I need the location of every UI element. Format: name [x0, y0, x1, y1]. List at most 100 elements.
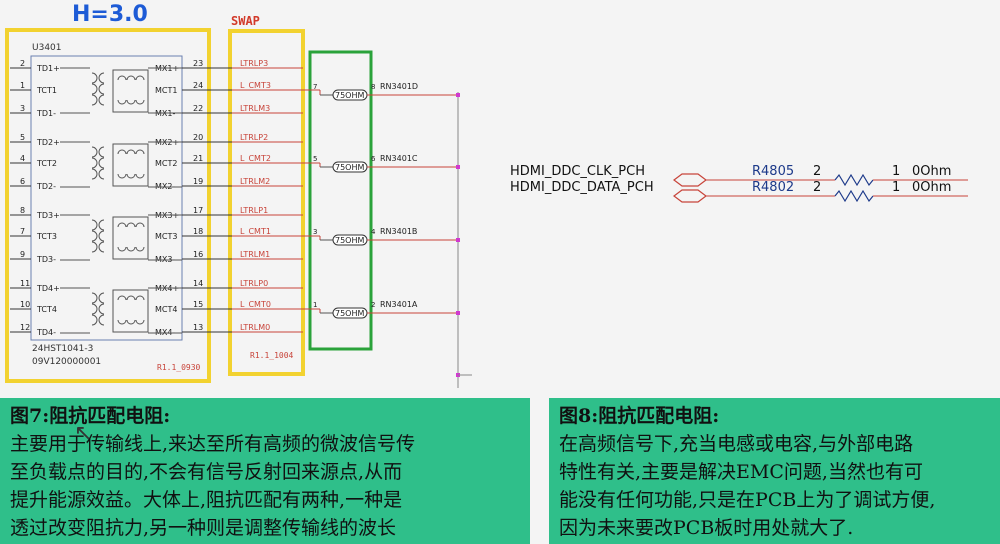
coil-winding	[91, 94, 98, 106]
caption-8-line: 特性有关,主要是解决EMC问题,当然也有可	[559, 461, 923, 483]
swap-net-label: LTRLP0	[240, 279, 268, 288]
coil-winding	[98, 314, 105, 326]
transformer-coil-symbol	[60, 67, 182, 114]
left-pin-number: 10	[20, 300, 30, 309]
caption-figure-8: 图8:阻抗匹配电阻: 在高频信号下,充当电感或电容,与外部电路 特性有关,主要是…	[549, 398, 1000, 544]
resistor-value: 75OHM	[335, 163, 364, 172]
resistor-zigzag-icon	[834, 173, 874, 187]
hdmi-net-name: HDMI_DDC_DATA_PCH	[510, 180, 654, 195]
swap-net-label: L_CMT3	[240, 81, 271, 90]
choke-winding	[135, 99, 145, 105]
transformer-ref: U3401	[32, 43, 62, 53]
caption-7-title: 图7:阻抗匹配电阻:	[10, 405, 171, 427]
left-pin-name: TD2-	[36, 182, 56, 191]
right-pin-name: MCT2	[155, 159, 177, 168]
choke-winding	[117, 75, 127, 81]
coil-winding	[91, 230, 98, 242]
hdmi-pin-b: 1	[892, 164, 900, 179]
choke-winding	[126, 295, 136, 301]
right-pin-number: 17	[193, 206, 203, 215]
left-pin-name: TD1+	[36, 64, 60, 73]
coil-winding	[91, 292, 98, 304]
swap-net-label: LTRLP3	[240, 59, 268, 68]
schematic-canvas: H=3.0 SWAP U3401 24HST1041-3 09V12000000…	[5, 2, 968, 388]
choke-winding	[126, 246, 136, 252]
left-pin-name: TD3-	[36, 255, 56, 264]
left-pin-number: 8	[20, 206, 25, 215]
coil-winding	[98, 146, 105, 158]
resistor-zigzag-icon	[834, 189, 874, 203]
choke-winding	[117, 222, 127, 228]
choke-winding	[126, 173, 136, 179]
left-pin-number: 2	[20, 59, 25, 68]
swap-net-label: LTRLP2	[240, 133, 268, 142]
coil-winding	[91, 314, 98, 326]
junction-dot	[456, 165, 460, 169]
swap-net-label: L_CMT0	[240, 300, 271, 309]
choke-box	[112, 143, 149, 187]
swap-net-label: L_CMT2	[240, 154, 271, 163]
caption-figure-7: 图7:阻抗匹配电阻: 主要用于传输线上,来达至所有高频的微波信号传 至负载点的目…	[0, 398, 530, 544]
choke-winding	[117, 173, 127, 179]
swap-net-label: L_CMT1	[240, 227, 271, 236]
choke-winding	[126, 319, 136, 325]
choke-winding	[117, 319, 127, 325]
transformer-highlight	[5, 28, 211, 383]
caption-7-line: 透过改变阻抗力,另一种则是调整传输线的波长	[10, 517, 397, 539]
choke-winding	[135, 75, 145, 81]
left-pin-name: TCT4	[36, 305, 57, 314]
resistor-ref: RN3401A	[380, 300, 418, 309]
hdmi-value: 0Ohm	[912, 180, 951, 195]
resistor-ref: RN3401B	[380, 227, 417, 236]
hdmi-resistor-ref: R4802	[752, 180, 794, 195]
left-pin-number: 3	[20, 104, 25, 113]
transformer-coil-symbol	[60, 287, 182, 334]
caption-7-line: 提升能源效益。大体上,阻抗匹配有两种,一种是	[10, 489, 403, 511]
right-pin-number: 19	[193, 177, 203, 186]
coil-winding	[91, 241, 98, 253]
resistor-pin-left: 1	[313, 301, 317, 309]
coil-winding	[98, 303, 105, 315]
caption-8-line: 能没有任何功能,只是在PCB上为了调试方便,	[559, 489, 936, 511]
swap-net-label: LTRLM3	[240, 104, 270, 113]
caption-8-line: 因为未来要改PCB板时用处就大了.	[559, 517, 854, 539]
right-pin-name: MCT3	[155, 232, 177, 241]
hdmi-pin-a: 2	[813, 164, 821, 179]
coil-winding	[91, 83, 98, 95]
caption-8-line: 在高频信号下,充当电感或电容,与外部电路	[559, 433, 914, 455]
choke-winding	[135, 222, 145, 228]
choke-winding	[117, 295, 127, 301]
resistor-highlight	[308, 50, 373, 351]
left-pin-name: TD3+	[36, 211, 60, 220]
coil-winding	[98, 292, 105, 304]
h-label: H=3.0	[72, 2, 148, 27]
coil-winding	[91, 72, 98, 84]
choke-box	[112, 69, 149, 113]
resistor-pin-right: 2	[371, 301, 375, 309]
choke-winding	[126, 99, 136, 105]
hdmi-resistor-ref: R4805	[752, 164, 794, 179]
right-pin-number: 21	[193, 154, 203, 163]
resistor-value: 75OHM	[335, 91, 364, 100]
hdmi-net-name: HDMI_DDC_CLK_PCH	[510, 164, 645, 179]
right-pin-number: 13	[193, 323, 203, 332]
resistor-pin-right: 8	[371, 83, 375, 91]
choke-winding	[135, 246, 145, 252]
right-pin-name: MCT4	[155, 305, 177, 314]
choke-winding	[126, 75, 136, 81]
coil-winding	[91, 219, 98, 231]
resistor-value: 75OHM	[335, 309, 364, 318]
right-pin-number: 18	[193, 227, 203, 236]
hdmi-pin-b: 1	[892, 180, 900, 195]
resistor-value: 75OHM	[335, 236, 364, 245]
left-pin-name: TD4+	[36, 284, 60, 293]
transformer-coil-symbol	[60, 141, 182, 188]
transformer-body	[30, 55, 183, 341]
coil-winding	[98, 72, 105, 84]
transformer-channels: 2TD1+23MX1+LTRLP31TCT124MCT1L_CMT33TD1-2…	[10, 59, 303, 337]
transformer-coil-symbol	[60, 214, 182, 261]
caption-7-line: 至负载点的目的,不会有信号反射回来源点,从而	[10, 461, 403, 483]
swap-net-label: LTRLM0	[240, 323, 270, 332]
coil-winding	[98, 230, 105, 242]
